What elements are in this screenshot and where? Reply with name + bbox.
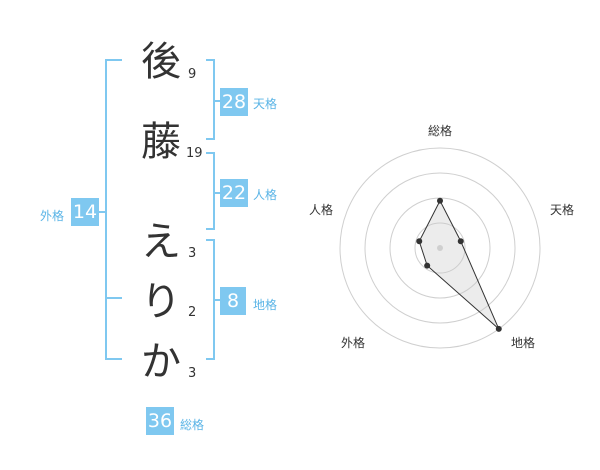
jin-bracket <box>206 152 215 230</box>
radar-point-5 <box>416 238 423 245</box>
gai-kaku-value: 14 <box>71 198 99 226</box>
chi-kaku-label: 地格 <box>253 298 278 312</box>
stroke-count-2: 19 <box>186 146 203 161</box>
radar-axis-label-gai: 外格 <box>341 336 366 350</box>
name-char-2: 藤 <box>141 119 181 165</box>
radar-ring-1 <box>414 222 466 274</box>
sou-kaku-label: 総格 <box>180 418 205 432</box>
radar-axis-label-sou: 総格 <box>428 124 453 138</box>
radar-point-3 <box>495 325 502 332</box>
stroke-count-1: 9 <box>188 67 197 82</box>
name-char-4: り <box>141 279 181 325</box>
name-char-1: 後 <box>141 39 181 85</box>
radar-series-area <box>418 199 500 330</box>
name-char-5: か <box>141 339 181 385</box>
radar-point-2 <box>457 238 464 245</box>
gai-kaku-label: 外格 <box>40 209 65 223</box>
radar-ring-4 <box>339 147 541 349</box>
radar-ring-3 <box>364 172 516 324</box>
chi-kaku-value: 8 <box>220 287 246 315</box>
jin-kaku-value: 22 <box>220 179 248 207</box>
stroke-count-3: 3 <box>188 246 197 261</box>
ten-kaku-label: 天格 <box>253 97 278 111</box>
gai-bracket <box>105 59 122 360</box>
jin-kaku-label: 人格 <box>253 188 278 202</box>
radar-point-4 <box>424 262 431 269</box>
stroke-count-4: 2 <box>188 305 197 320</box>
name-char-3: え <box>141 219 181 265</box>
radar-axis-label-chi: 地格 <box>511 336 536 350</box>
radar-axis-label-ten: 天格 <box>550 203 575 217</box>
radar-axis-label-jin: 人格 <box>309 203 334 217</box>
ten-bracket <box>206 59 215 140</box>
radar-center-dot <box>437 245 443 251</box>
stroke-count-5: 3 <box>188 366 197 381</box>
ten-kaku-value: 28 <box>220 88 248 116</box>
radar-point-1 <box>437 197 443 204</box>
sou-kaku-value: 36 <box>146 407 174 435</box>
